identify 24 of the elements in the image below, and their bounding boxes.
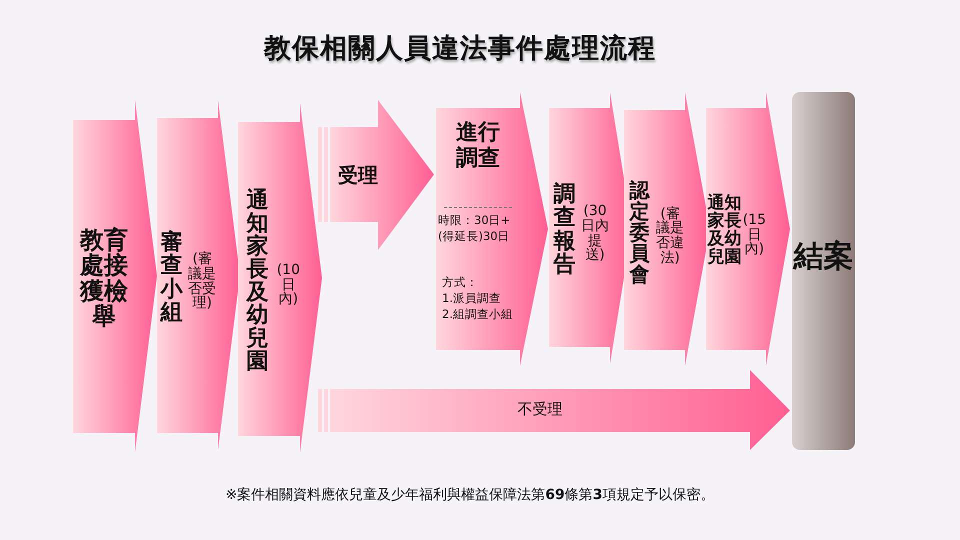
step-note: (審議是否受理) [187, 252, 218, 311]
end-label: 結案 [794, 238, 854, 276]
edge-label: 不受理 [516, 400, 564, 420]
step-title: 教育處接獲檢舉 [78, 228, 129, 329]
block-arrow [318, 100, 434, 250]
step-note: (30日內提送) [580, 204, 610, 263]
step-title: 認定委員會 [628, 180, 651, 284]
footnote: ※案件相關資料應依兒童及少年福利與權益保障法第69條第3項規定予以保密。 [224, 486, 716, 504]
step-title: 調查報告 [552, 183, 577, 276]
step-note: (審議是否違法) [655, 206, 685, 266]
step-note: (10日內) [276, 262, 300, 308]
step-note: (15日內) [742, 212, 766, 258]
step-title: 通知家長及幼兒園 [245, 188, 270, 374]
step-title: 進行調查 [455, 120, 501, 173]
step-note: 時限：30日+(得延長)30日 [438, 212, 512, 244]
step-title: 通知家長及幼兒園 [706, 195, 742, 267]
block-arrow [318, 370, 790, 450]
step-note: 2.組調查小組 [441, 306, 514, 322]
edge-label: 受理 [338, 162, 378, 188]
step-note: 方式： [441, 274, 479, 290]
step-note: 1.派員調查 [441, 290, 502, 306]
end-box [792, 92, 855, 450]
title: 教保相關人員違法事件處理流程 [262, 32, 657, 66]
step-title: 審查小組 [159, 231, 184, 324]
